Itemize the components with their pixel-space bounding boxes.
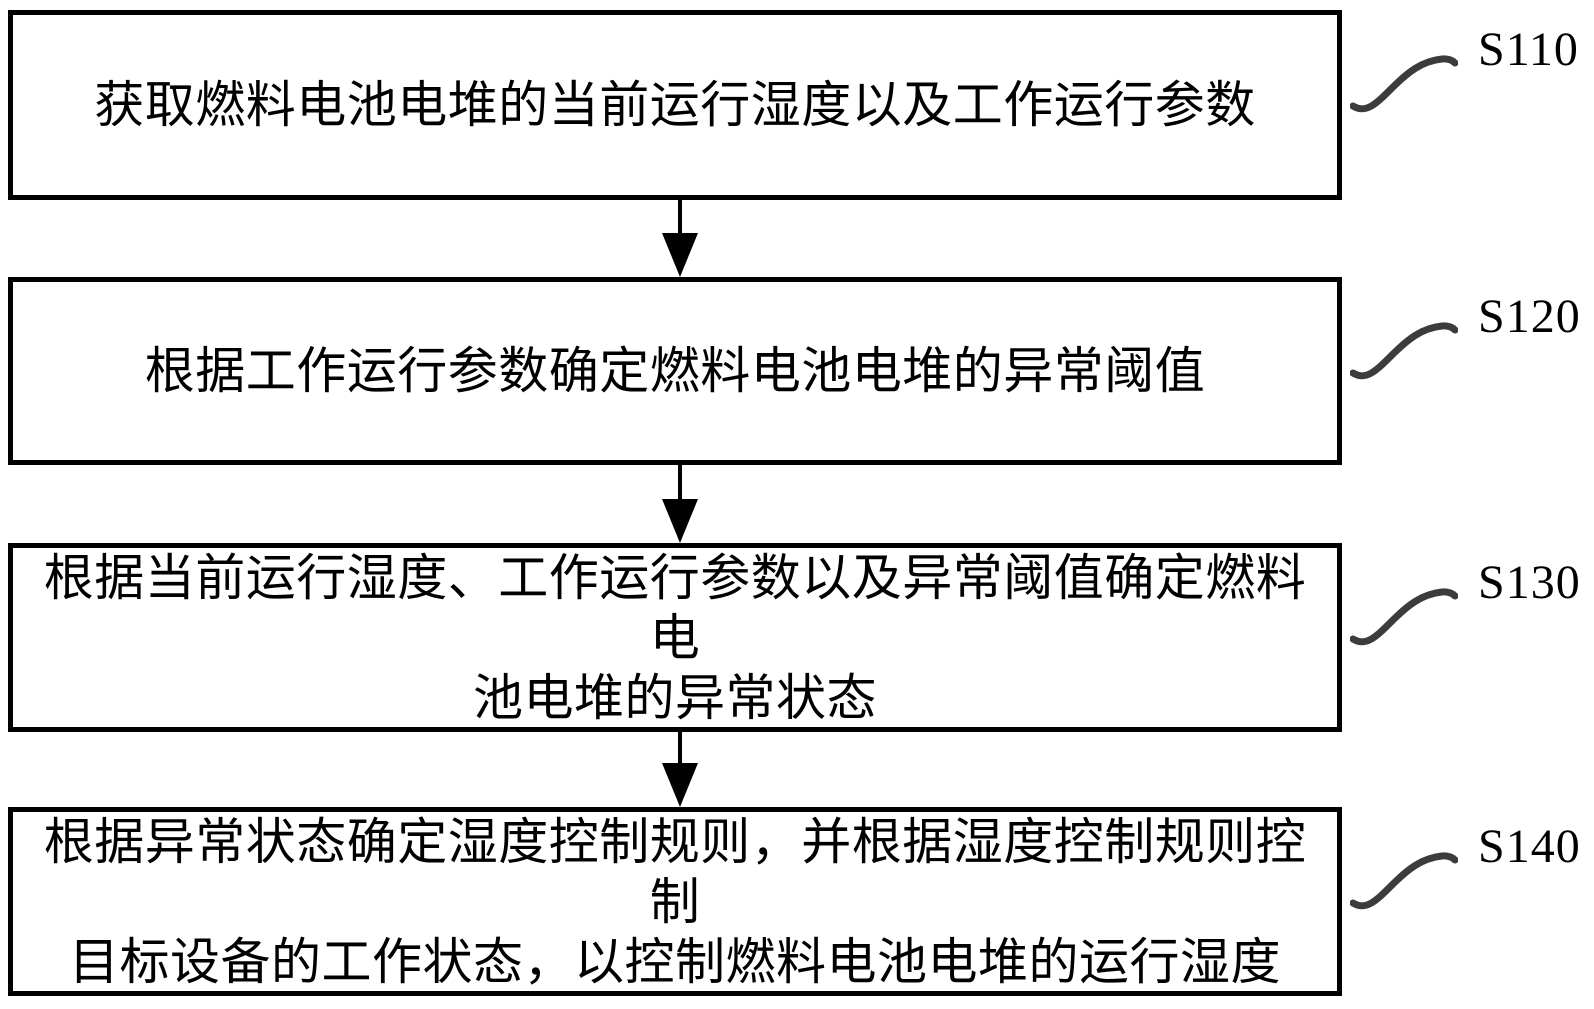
step-text-line: 目标设备的工作状态，以控制燃料电池电堆的运行湿度 [69,933,1281,990]
arrow-shaft [678,465,682,502]
reference-squiggle-s130 [1350,588,1458,646]
reference-squiggle-s120 [1350,322,1458,380]
step-text-s110: 获取燃料电池电堆的当前运行湿度以及工作运行参数 [21,75,1329,135]
reference-squiggle-s140 [1350,852,1458,910]
arrow-shaft [678,200,682,236]
step-text-line: 池电堆的异常状态 [473,669,877,726]
step-box-s120: 根据工作运行参数确定燃料电池电堆的异常阈值 [8,277,1342,465]
step-text-s120: 根据工作运行参数确定燃料电池电堆的异常阈值 [21,341,1329,401]
step-text-s130: 根据当前运行湿度、工作运行参数以及异常阈值确定燃料电池电堆的异常状态 [21,548,1329,728]
step-text-line: 根据工作运行参数确定燃料电池电堆的异常阈值 [144,343,1206,399]
step-label-s120: S120 [1478,290,1581,343]
step-label-s140: S140 [1478,820,1581,873]
arrow-shaft [678,732,682,766]
reference-squiggle-s110 [1350,55,1458,113]
arrow-head-icon [662,233,698,277]
step-text-line: 根据异常状态确定湿度控制规则，并根据湿度控制规则控制 [43,813,1307,930]
step-box-s140: 根据异常状态确定湿度控制规则，并根据湿度控制规则控制目标设备的工作状态，以控制燃… [8,807,1342,996]
arrow-head-icon [662,499,698,543]
step-box-s110: 获取燃料电池电堆的当前运行湿度以及工作运行参数 [8,10,1342,200]
step-text-line: 根据当前运行湿度、工作运行参数以及异常阈值确定燃料电 [43,549,1307,666]
step-box-s130: 根据当前运行湿度、工作运行参数以及异常阈值确定燃料电池电堆的异常状态 [8,543,1342,732]
step-text-s140: 根据异常状态确定湿度控制规则，并根据湿度控制规则控制目标设备的工作状态，以控制燃… [21,812,1329,992]
arrow-head-icon [662,763,698,807]
step-text-line: 获取燃料电池电堆的当前运行湿度以及工作运行参数 [94,77,1256,133]
step-label-s110: S110 [1478,23,1579,76]
step-label-s130: S130 [1478,556,1581,609]
